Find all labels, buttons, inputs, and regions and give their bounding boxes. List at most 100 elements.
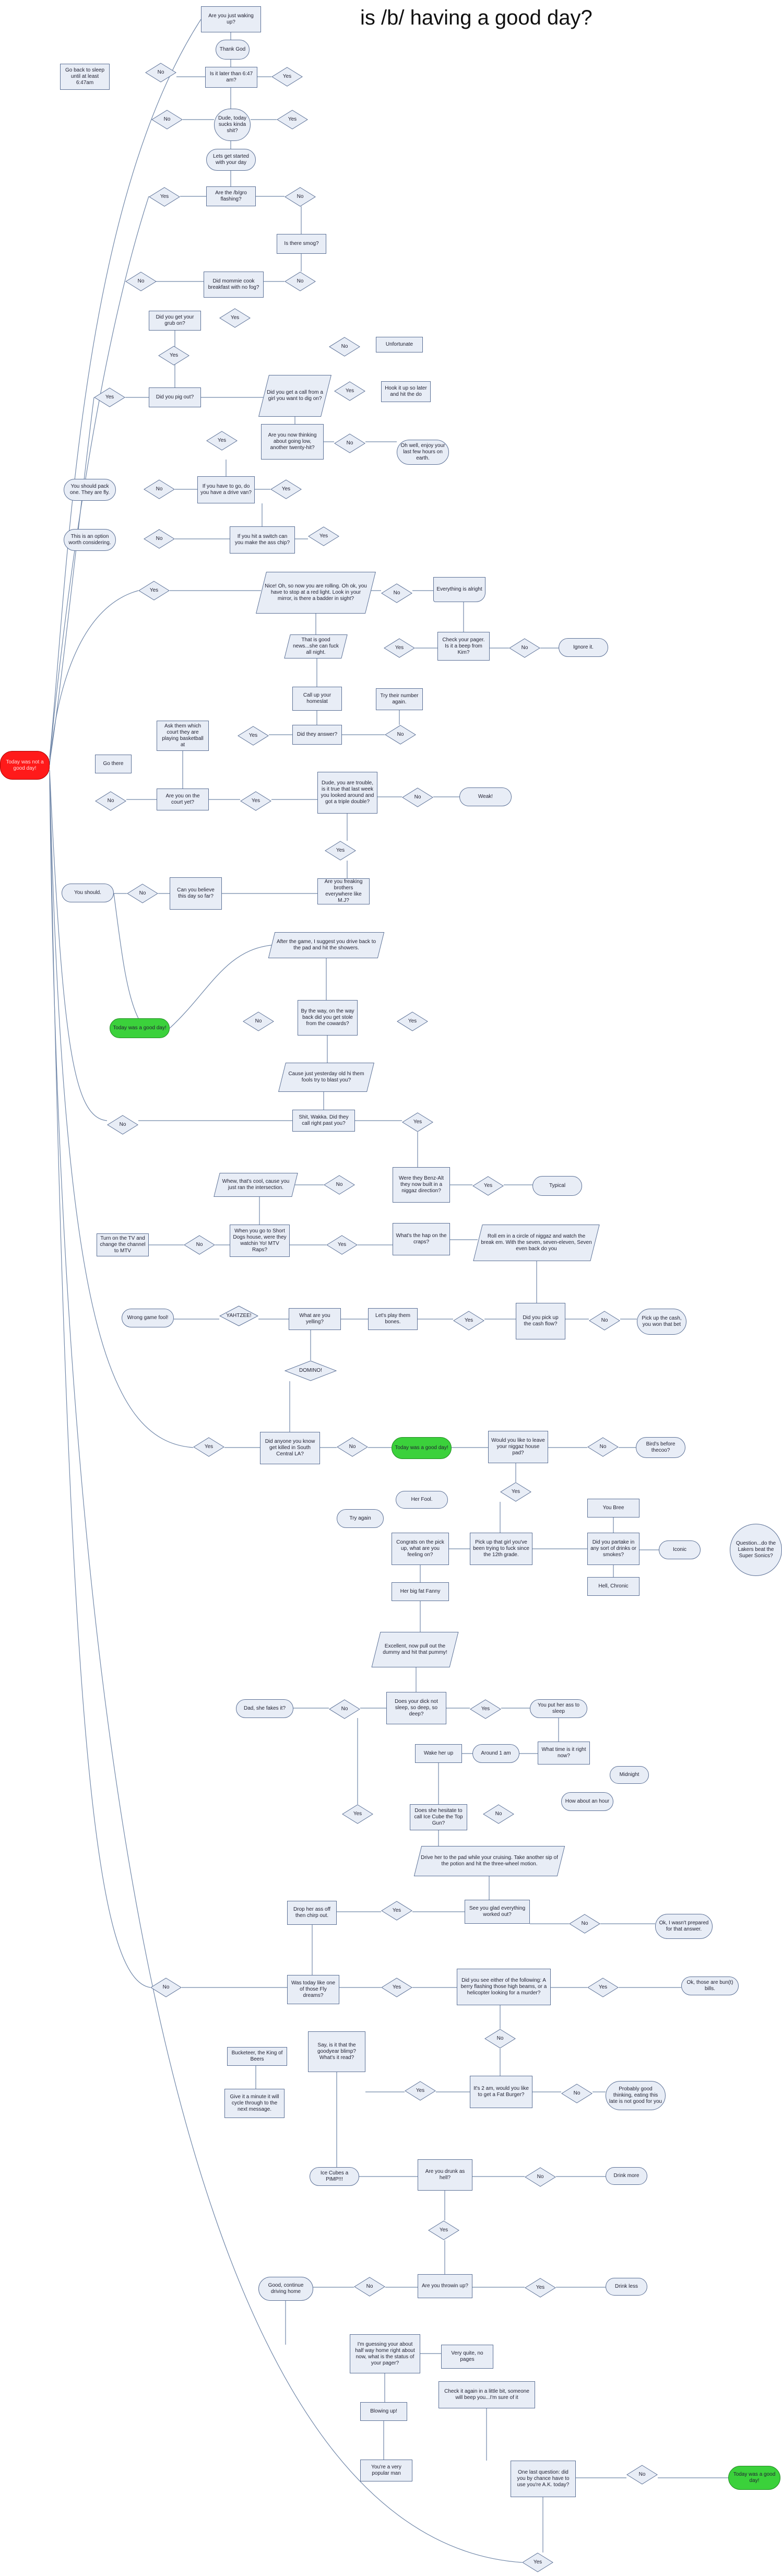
decision-text: No <box>297 278 304 284</box>
decision-n54: YAHTZEE! <box>219 1305 258 1326</box>
decision-no: No <box>385 725 416 745</box>
decision-text: No <box>119 1122 126 1127</box>
connector <box>49 772 194 1448</box>
decision-yes: Yes <box>158 346 189 366</box>
decision-no: No <box>337 1437 368 1457</box>
decision-text: Yes <box>319 533 328 539</box>
decision-yes: Yes <box>277 110 308 130</box>
flow-step-text: Pick up that girl you've been trying to … <box>473 1539 529 1558</box>
decision-no: No <box>483 1804 514 1824</box>
decision-text: No <box>599 1444 607 1450</box>
decision-text: Yes <box>439 2227 448 2233</box>
flow-step-n35: Can you believe this day so far? <box>170 877 222 910</box>
decision-no: No <box>587 1437 619 1457</box>
flow-step-text: Congrats on the pick up, what are you fe… <box>396 1539 444 1558</box>
flow-step-n82: See you glad everything worked out? <box>465 1900 530 1924</box>
decision-no: No <box>329 337 360 357</box>
flow-step-n25: That is good news...she can fuck all nig… <box>284 634 348 658</box>
flow-step-n48: Roll em in a circle of niggaz and watch … <box>473 1225 600 1261</box>
decision-no: No <box>589 1311 620 1331</box>
flow-step-n71: Does your dick not sleep, so deep, so de… <box>386 1692 446 1724</box>
flow-step-text: You're a very popular man <box>371 2464 401 2476</box>
end-terminal: Today was a good day! <box>392 1437 452 1459</box>
flow-step-text: Question...do the Lakers beat the Super … <box>736 1540 776 1559</box>
decision-text: Yes <box>392 1984 401 1990</box>
flow-step-n100: Check it again in a little bit, someone … <box>439 2381 535 2408</box>
flow-step-text: Ignore it. <box>573 644 594 650</box>
flow-step-text: How about an hour <box>565 1798 610 1804</box>
decision-no: No <box>184 1235 215 1255</box>
flow-step-n88: Probably good thinking, eating this late… <box>606 2081 666 2110</box>
decision-text: No <box>157 69 164 75</box>
flow-step-text: You should. <box>74 890 101 896</box>
flow-step-text: I'm guessing your about half way home ri… <box>355 2341 415 2366</box>
decision-text: Yes <box>483 1183 493 1189</box>
flow-step-n98: I'm guessing your about half way home ri… <box>350 2334 420 2373</box>
flow-step-text: Excellent, now pull out the dummy and hi… <box>383 1643 447 1655</box>
flow-step-n1: Are you just waking up? <box>201 6 261 32</box>
decision-yes: Yes <box>193 1437 224 1457</box>
flow-step-text: Her Fool. <box>411 1497 433 1502</box>
decision-text: No <box>601 1318 608 1323</box>
flow-step-text: Hook it up so later and hit the do <box>385 385 427 397</box>
flow-step-text: Did anyone you know get killed in South … <box>265 1439 315 1457</box>
decision-yes: Yes <box>402 1112 433 1132</box>
flow-step-text: Drop her ass off then chirp out. <box>293 1907 330 1919</box>
decision-text: Yes <box>408 1018 417 1024</box>
flow-step-text: Drink more <box>613 2173 639 2179</box>
flow-step-text: Ask them which court they are playing ba… <box>162 723 204 748</box>
flow-step-n24: Ignore it. <box>559 638 608 657</box>
decision-yes: Yes <box>219 308 251 328</box>
flow-step-text: Call up your homeslat <box>303 692 331 704</box>
decision-text: Yes <box>336 848 345 853</box>
flow-step-text: When you go to Short Dogs house, were th… <box>233 1228 287 1253</box>
flow-step-text: Whew, that's cool, cause you just ran th… <box>222 1179 290 1191</box>
flow-step-text: Today was not a good day! <box>6 759 44 771</box>
flow-step-text: See you glad everything worked out? <box>469 1905 526 1918</box>
flow-step-n3: Is it later than 6:47 am? <box>205 67 257 88</box>
flow-step-text: Oh well, enjoy your last few hours on ea… <box>400 443 445 461</box>
flow-step-text: Are you freaking brothers everywhere lik… <box>324 879 363 903</box>
decision-no: No <box>144 529 175 549</box>
flow-step-n44: Whew, that's cool, cause you just ran th… <box>214 1173 298 1197</box>
flow-step-text: Say, is it that the goodyear blimp? What… <box>317 2042 356 2061</box>
flow-step-text: Bucketeer, the King of Beers <box>231 2050 283 2062</box>
flow-step-n20: This is an option worth considering. <box>64 529 116 551</box>
flow-step-n42: Were they Benz-Alt they now built in a n… <box>393 1167 450 1203</box>
flow-step-n28: Did they answer? <box>292 725 342 745</box>
flow-step-text: Does your dick not sleep, so deep, so de… <box>395 1699 438 1717</box>
decision-text: No <box>156 486 163 492</box>
flow-step-text: What's the hap on the craps? <box>396 1233 447 1245</box>
flow-step-text: Drive her to the pad while your cruising… <box>421 1855 558 1867</box>
flow-step-text: You put her ass to sleep <box>537 1702 580 1714</box>
connector <box>169 945 272 1029</box>
decision-text: No <box>397 732 404 737</box>
flow-step-n23: Check your pager. Is it a beep from Kim? <box>437 632 490 661</box>
flow-step-n90: Bucketeer, the King of Beers <box>227 2047 287 2066</box>
decision-text: Yes <box>105 394 114 400</box>
flow-step-n58: Would you like to leave your niggaz hous… <box>488 1431 548 1463</box>
decision-text: Yes <box>533 2559 542 2565</box>
flow-step-text: Ok, those are bun(t) bills. <box>686 1980 733 1992</box>
flow-step-text: Ice Cubes a PIMP!!! <box>320 2170 349 2182</box>
flow-step-text: Drink less <box>615 2284 638 2289</box>
connector <box>49 770 108 1121</box>
flow-step-text: Did you partake in any sort of drinks or… <box>590 1539 636 1558</box>
decision-no: No <box>509 638 540 658</box>
flow-step-text: That is good news...she can fuck all nig… <box>293 637 339 655</box>
connector <box>49 397 94 763</box>
flow-step-n2: Thank God <box>216 40 250 60</box>
flow-step-n56: Did anyone you know get killed in South … <box>260 1432 320 1464</box>
flow-step-n81: Drop her ass off then chirp out. <box>287 1901 337 1925</box>
flow-step-text: Hell, Chronic <box>598 1583 629 1589</box>
flow-step-n13: Unfortunate <box>376 337 423 352</box>
flow-step-n6: Lets get started with your day <box>206 149 256 171</box>
flow-step-text: Would you like to leave your niggaz hous… <box>491 1438 545 1456</box>
flow-step-n74: What time is it right now? <box>538 1742 590 1765</box>
flow-step-text: Try again <box>349 1515 371 1521</box>
flow-step-n61: Try again <box>337 1509 384 1528</box>
flow-step-text: Are the /b/gro flashing? <box>215 190 247 202</box>
decision-no: No <box>626 2465 658 2485</box>
decision-text: No <box>495 1811 502 1817</box>
decision-yes: Yes <box>453 1311 484 1331</box>
